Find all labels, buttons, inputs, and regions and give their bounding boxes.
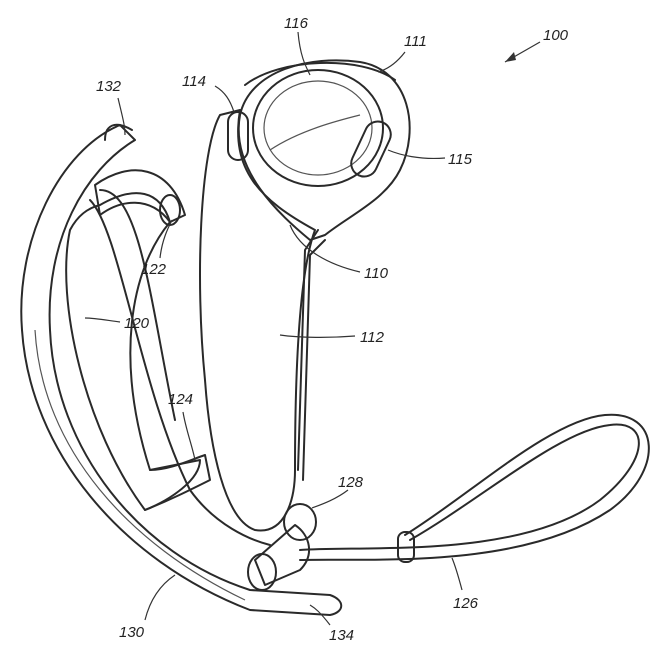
label-124: 124	[168, 391, 193, 408]
label-112: 112	[360, 329, 385, 346]
label-115: 115	[448, 151, 473, 168]
cord-loop-126	[299, 413, 650, 563]
label-126: 126	[453, 595, 479, 612]
label-120: 120	[124, 315, 150, 332]
label-116: 116	[284, 15, 309, 32]
button-115	[350, 120, 392, 178]
label-110: 110	[364, 265, 389, 282]
label-114: 114	[182, 73, 206, 90]
inner-strap-edge	[99, 189, 176, 421]
label-100: 100	[543, 27, 569, 44]
inner-strap	[89, 199, 271, 546]
label-134: 134	[329, 627, 354, 644]
label-132: 132	[96, 78, 122, 95]
head-ring-111	[237, 59, 411, 241]
leader-lines	[84, 31, 541, 626]
label-128: 128	[338, 474, 364, 491]
label-111: 111	[404, 33, 427, 50]
handle-112	[199, 109, 326, 532]
outer-strap-130	[20, 123, 343, 616]
label-122: 122	[141, 261, 167, 278]
button-114	[227, 111, 249, 161]
cord-lock-128	[247, 503, 317, 591]
label-130: 130	[119, 624, 145, 641]
